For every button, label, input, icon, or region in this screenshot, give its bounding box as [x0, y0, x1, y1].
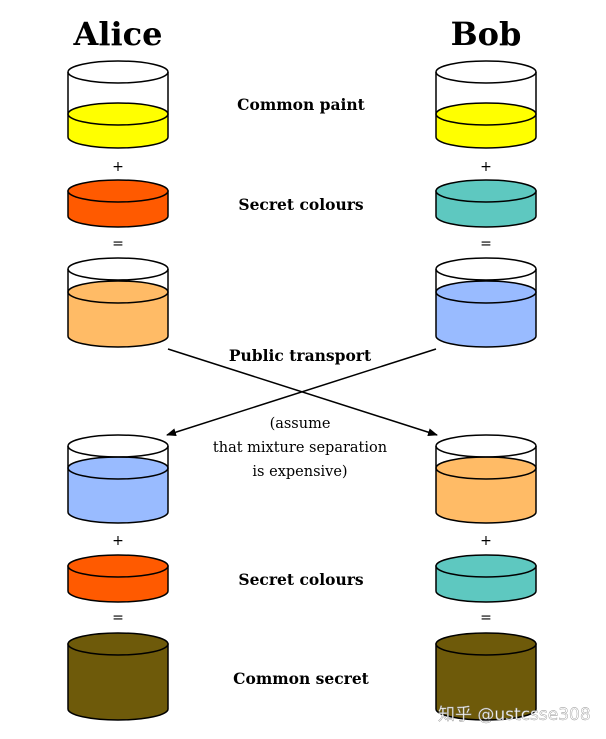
alice-common-secret-cylinder — [67, 632, 169, 721]
bob-secret-colour-disc-2 — [435, 554, 537, 603]
bob-mixture-cylinder — [435, 257, 537, 348]
bob-common-secret-cylinder — [435, 632, 537, 721]
alice-equals-2: = — [112, 610, 124, 626]
alice-common-paint-cylinder — [67, 60, 169, 149]
alice-title: Alice — [73, 15, 163, 53]
public-transport-label: Public transport — [229, 346, 372, 365]
alice-plus-1: + — [112, 159, 124, 175]
bob-secret-colour-disc — [435, 179, 537, 228]
common-secret-label: Common secret — [233, 669, 370, 688]
watermark-text: 知乎 @ustcsse308 — [438, 705, 591, 725]
bob-equals-1: = — [480, 236, 492, 252]
alice-mixture-cylinder — [67, 257, 169, 348]
public-transport-label-bg — [226, 342, 374, 366]
alice-received-mixture-cylinder — [67, 434, 169, 524]
bob-equals-2: = — [480, 610, 492, 626]
bob-title: Bob — [451, 15, 522, 53]
assume-note-line1: (assume — [270, 416, 331, 432]
secret-colours-label-2: Secret colours — [238, 570, 364, 589]
assume-note-line2: that mixture separation — [213, 440, 387, 456]
secret-colours-label: Secret colours — [238, 195, 364, 214]
arrow-bob-to-alice — [166, 348, 437, 437]
bob-plus-1: + — [480, 159, 492, 175]
alice-equals-1: = — [112, 236, 124, 252]
alice-secret-colour-disc-2 — [67, 554, 169, 603]
bob-common-paint-cylinder — [435, 60, 537, 149]
alice-secret-colour-disc — [67, 179, 169, 228]
common-paint-label: Common paint — [237, 95, 366, 114]
alice-plus-2: + — [112, 533, 124, 549]
assume-note-line3: is expensive) — [252, 464, 347, 480]
bob-plus-2: + — [480, 533, 492, 549]
bob-received-mixture-cylinder — [435, 434, 537, 524]
